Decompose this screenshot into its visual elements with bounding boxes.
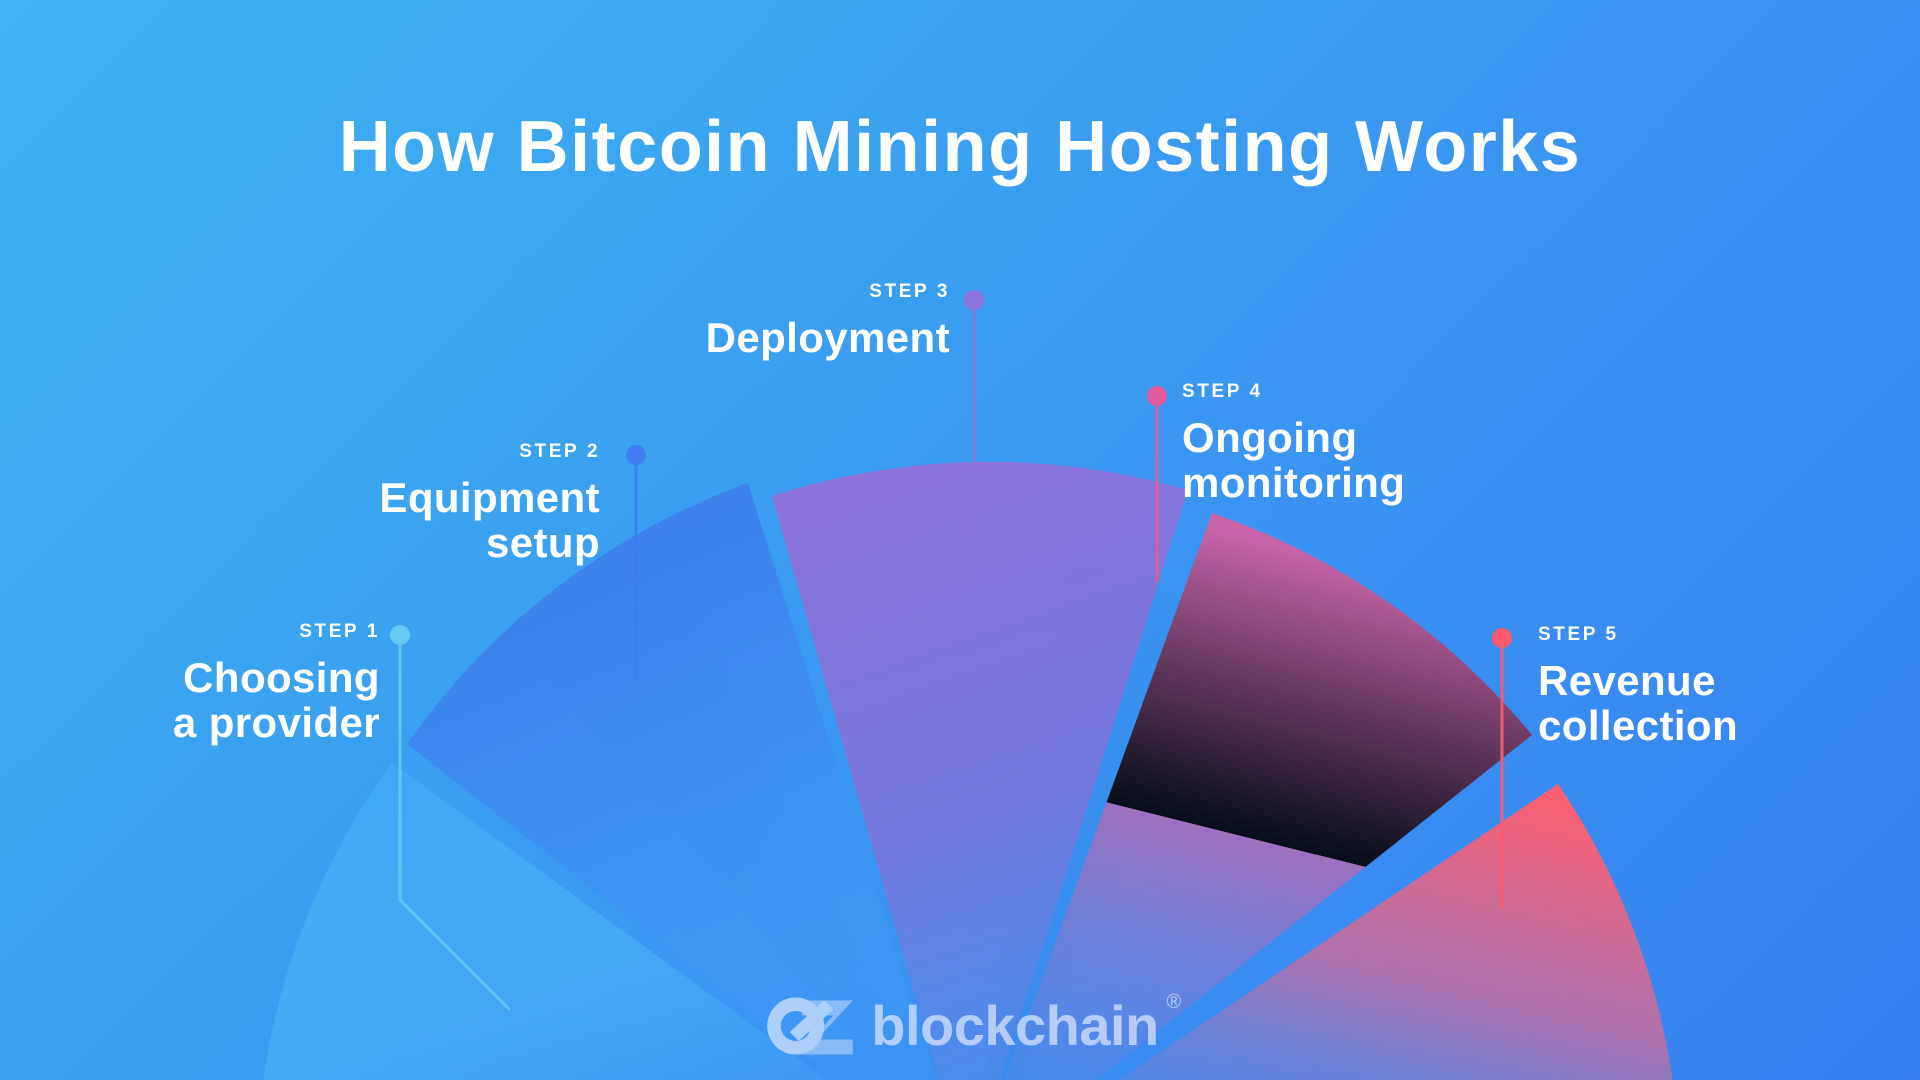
pie-segment-equipment-setup[interactable] xyxy=(407,483,968,1080)
pie-segment-revenue-collection[interactable] xyxy=(968,784,1680,1080)
step-label-5: Revenue collection xyxy=(1538,657,1739,750)
step-kicker-1: STEP 1 xyxy=(299,621,380,642)
step-callout-5[interactable]: STEP 5 Revenue collection xyxy=(1538,625,1878,749)
step-callout-2[interactable]: STEP 2 Equipment setup xyxy=(260,442,600,566)
step-kicker-3: STEP 3 xyxy=(869,281,950,302)
step-callout-3[interactable]: STEP 3 Deployment xyxy=(560,282,950,360)
step-kicker-5: STEP 5 xyxy=(1538,624,1619,645)
step-label-1: Choosing a provider xyxy=(172,654,380,747)
step-callout-4[interactable]: STEP 4 Ongoing monitoring xyxy=(1182,382,1542,506)
step-label-2: Equipment setup xyxy=(379,474,600,567)
pie-segment-deployment[interactable] xyxy=(772,461,1188,1080)
step-kicker-4: STEP 4 xyxy=(1182,381,1263,402)
step-kicker-2: STEP 2 xyxy=(519,441,600,462)
step-callout-1[interactable]: STEP 1 Choosing a provider xyxy=(60,622,380,746)
logo-wordmark: blockchain ® xyxy=(871,992,1181,1054)
page-title: How Bitcoin Mining Hosting Works xyxy=(338,107,1582,188)
ez-logo-icon xyxy=(767,997,853,1055)
brand-logo[interactable]: blockchain ® xyxy=(761,990,1181,1062)
step-label-4: Ongoing monitoring xyxy=(1182,414,1406,507)
step-label-3: Deployment xyxy=(705,314,950,361)
pie-segment-ongoing-monitoring[interactable] xyxy=(968,513,1532,1080)
logo-wordmark-text: blockchain xyxy=(871,994,1159,1057)
registered-trademark-icon: ® xyxy=(1166,991,1182,1013)
